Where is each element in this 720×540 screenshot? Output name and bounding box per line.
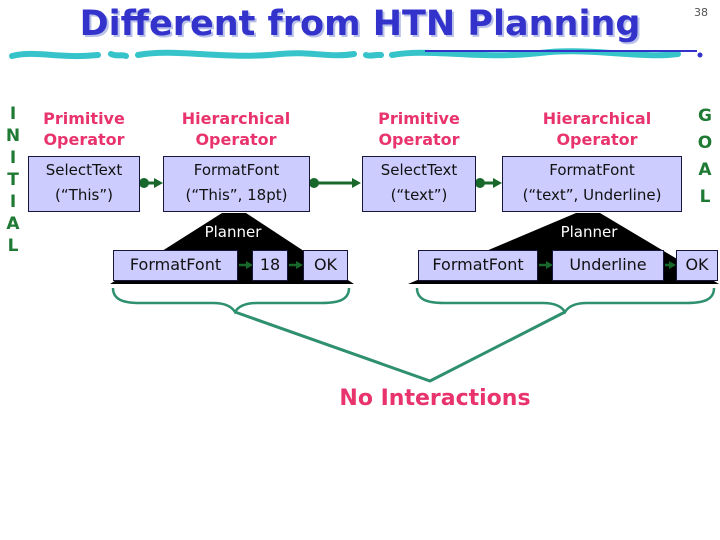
plan-step-box: Underline <box>552 250 664 281</box>
hierarchical-operator-label: Hierarchical Operator <box>166 108 306 150</box>
operator-box-formatfont-text: FormatFont (“text”, Underline) <box>502 156 682 212</box>
plan-step-box: OK <box>303 250 348 281</box>
brace-left <box>111 287 351 315</box>
brace-right <box>415 287 716 315</box>
converging-v-lines <box>234 310 566 383</box>
operator-args: (“This”, 18pt) <box>185 186 288 204</box>
operator-type: Hierarchical <box>542 109 652 128</box>
operator-type: Hierarchical <box>181 109 291 128</box>
operator-role: Operator <box>195 130 277 149</box>
operator-role: Operator <box>378 130 460 149</box>
hierarchical-operator-label: Hierarchical Operator <box>522 108 672 150</box>
operator-args: (“text”) <box>390 186 448 204</box>
plan-braces <box>111 287 716 383</box>
title-squiggle-underline <box>9 48 681 60</box>
operator-role: Operator <box>556 130 638 149</box>
primitive-operator-label: Primitive Operator <box>20 108 148 150</box>
operator-name: SelectText <box>380 161 458 179</box>
plan-step-box: FormatFont <box>418 250 538 281</box>
plan-step-box: OK <box>676 250 718 281</box>
plan-step-arrows <box>239 261 676 269</box>
operator-role: Operator <box>43 130 125 149</box>
operator-name: FormatFont <box>549 161 635 179</box>
operator-type: Primitive <box>43 109 125 128</box>
planner-label: Planner <box>204 223 262 241</box>
planner-label: Planner <box>560 223 618 241</box>
slide-title: Different from HTN Planning <box>79 4 641 44</box>
operator-name: FormatFont <box>193 161 280 179</box>
operator-box-selecttext-this: SelectText (“This”) <box>28 156 140 212</box>
no-interactions-label: No Interactions <box>339 386 531 411</box>
initial-state-label: I N I T I A L <box>5 104 21 256</box>
plan-step-box: 18 <box>252 250 288 281</box>
operator-args: (“This”) <box>55 186 113 204</box>
operator-connector-arrows <box>139 178 502 188</box>
operator-box-formatfont-this: FormatFont (“This”, 18pt) <box>163 156 310 212</box>
operator-type: Primitive <box>378 109 460 128</box>
goal-state-label: G O A L <box>697 106 713 207</box>
underline-end-dot <box>697 52 703 58</box>
plan-step-box: FormatFont <box>113 250 238 281</box>
operator-args: (“text”, Underline) <box>522 186 662 204</box>
operator-name: SelectText <box>45 161 123 179</box>
page-number: 38 <box>694 6 708 19</box>
operator-box-selecttext-text: SelectText (“text”) <box>362 156 476 212</box>
primitive-operator-label: Primitive Operator <box>355 108 483 150</box>
